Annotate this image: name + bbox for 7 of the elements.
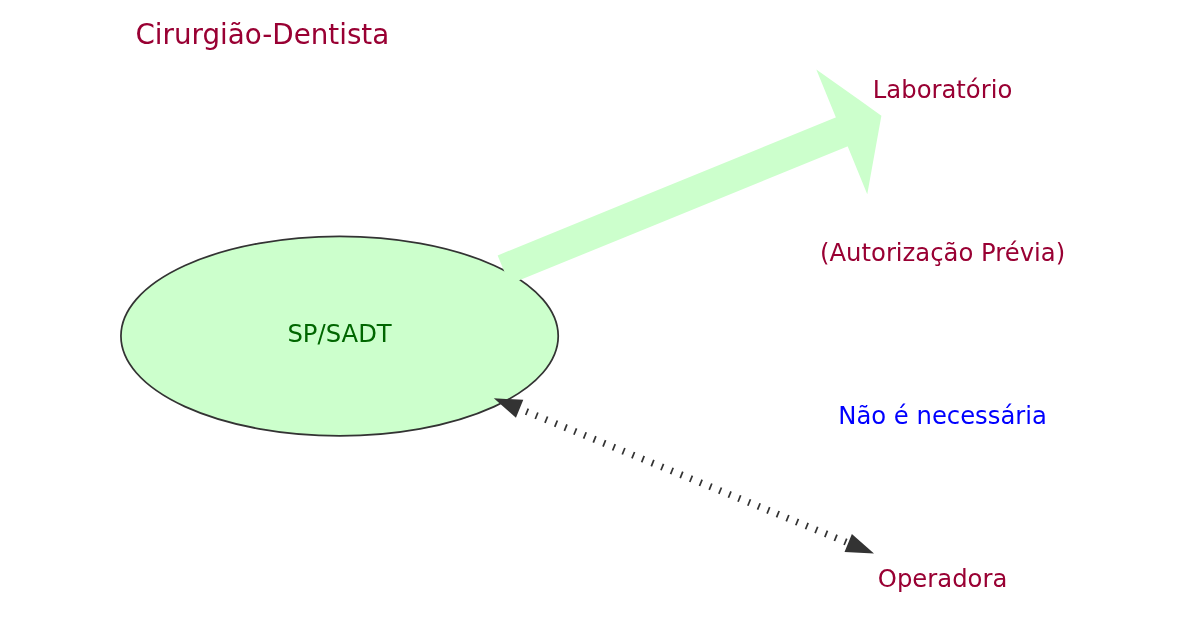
node-text: Laboratório: [872, 74, 1012, 104]
label: Não é necessária: [837, 401, 1047, 431]
node-ellipse: SP/SADT: [119, 235, 559, 437]
node-text: Operadora: [877, 564, 1007, 594]
label: (Autorização Prévia): [819, 237, 1065, 267]
diagram-title: Cirurgião-Dentista: [134, 18, 389, 52]
arrow: [493, 398, 874, 554]
